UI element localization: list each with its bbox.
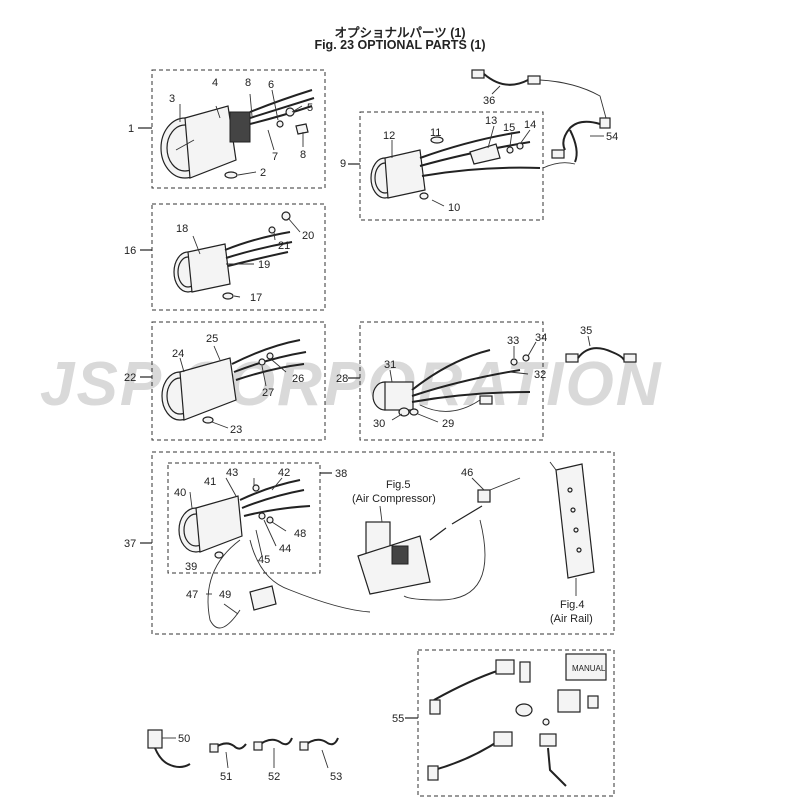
fig5-ref-line1: Fig.5 [386, 479, 410, 491]
callout-17: 17 [250, 292, 262, 304]
callout-48: 48 [294, 528, 306, 540]
part-50-connector [147, 729, 191, 768]
callout-9: 9 [340, 158, 346, 170]
nut-icon [285, 107, 295, 117]
callout-31: 31 [384, 359, 396, 371]
callout-5: 5 [307, 102, 313, 114]
callout-15: 15 [503, 122, 515, 134]
callout-1: 1 [128, 123, 134, 135]
callout-40: 40 [174, 487, 186, 499]
callout-2: 2 [260, 167, 266, 179]
harness-36 [471, 69, 607, 119]
callout-6: 6 [268, 79, 274, 91]
callout-19: 19 [258, 259, 270, 271]
group-28-box [359, 321, 544, 441]
callout-53: 53 [330, 771, 342, 783]
group-9-gauge-kit [348, 111, 544, 221]
group-16-box [151, 203, 326, 311]
group-28-gauge-kit [348, 321, 544, 441]
callout-39: 39 [185, 561, 197, 573]
callout-21: 21 [278, 240, 290, 252]
callout-46: 46 [461, 467, 473, 479]
callout-30: 30 [373, 418, 385, 430]
part-52-harness [253, 737, 293, 768]
callout-43: 43 [226, 467, 238, 479]
diagram-title-japanese: オプショナルパーツ (1) [334, 26, 466, 40]
group-55-kit [405, 649, 615, 797]
air-rail-drawing [549, 461, 595, 596]
callout-55: 55 [392, 713, 404, 725]
group-38-box [167, 462, 321, 574]
callout-50: 50 [178, 733, 190, 745]
callout-42: 42 [278, 467, 290, 479]
group-37-air-gauge-kit [140, 451, 615, 635]
callout-36: 36 [483, 95, 495, 107]
callout-18: 18 [176, 223, 188, 235]
callout-33: 33 [507, 335, 519, 347]
harness-35 [565, 335, 637, 363]
part-51-harness [209, 742, 247, 769]
group-22-gauge-kit [140, 321, 326, 441]
diagram-title-english: Fig. 23 OPTIONAL PARTS (1) [314, 38, 486, 52]
bracket-13 [469, 143, 501, 165]
callout-51: 51 [220, 771, 232, 783]
callout-8-upper: 8 [245, 77, 251, 89]
fig4-ref-line2: (Air Rail) [550, 613, 593, 625]
callout-44: 44 [279, 543, 291, 555]
callout-52: 52 [268, 771, 280, 783]
manual-booklet [565, 653, 607, 681]
callout-32: 32 [534, 369, 546, 381]
callout-14: 14 [524, 119, 536, 131]
callout-49: 49 [219, 589, 231, 601]
callout-28: 28 [336, 373, 348, 385]
group-55-box [417, 649, 615, 797]
group-16-gauge-kit [140, 203, 326, 311]
callout-8-lower: 8 [300, 149, 306, 161]
part-53-harness [299, 737, 339, 769]
callout-27: 27 [262, 387, 274, 399]
callout-35: 35 [580, 325, 592, 337]
callout-25: 25 [206, 333, 218, 345]
callout-11: 11 [430, 127, 441, 139]
air-compressor-drawing [357, 477, 521, 601]
fig5-ref-line2: (Air Compressor) [352, 493, 436, 505]
group-1-gauge-kit [138, 69, 326, 189]
manual-label: MANUAL [572, 664, 606, 673]
callout-4: 4 [212, 77, 218, 89]
callout-54: 54 [606, 131, 618, 143]
callout-12: 12 [383, 130, 395, 142]
callout-34: 34 [535, 332, 547, 344]
callout-23: 23 [230, 424, 242, 436]
watermark: JSP CORPORATION [40, 350, 663, 419]
group-9-box [359, 111, 544, 221]
callout-22: 22 [124, 372, 136, 384]
harness-54 [542, 117, 611, 169]
callout-47: 47 [186, 589, 198, 601]
bracket-49 [249, 585, 277, 611]
group-1-box [151, 69, 326, 189]
callout-10: 10 [448, 202, 460, 214]
callout-7: 7 [272, 151, 278, 163]
callout-41: 41 [204, 476, 216, 488]
callout-26: 26 [292, 373, 304, 385]
callout-37: 37 [124, 538, 136, 550]
callout-45: 45 [258, 554, 270, 566]
callout-13: 13 [485, 115, 497, 127]
callout-29: 29 [442, 418, 454, 430]
fig4-ref-line1: Fig.4 [560, 599, 584, 611]
group-22-box [151, 321, 326, 441]
callout-3: 3 [169, 93, 175, 105]
callout-20: 20 [302, 230, 314, 242]
gauge-bracket [229, 111, 251, 143]
callout-16: 16 [124, 245, 136, 257]
callout-38: 38 [335, 468, 347, 480]
callout-24: 24 [172, 348, 184, 360]
